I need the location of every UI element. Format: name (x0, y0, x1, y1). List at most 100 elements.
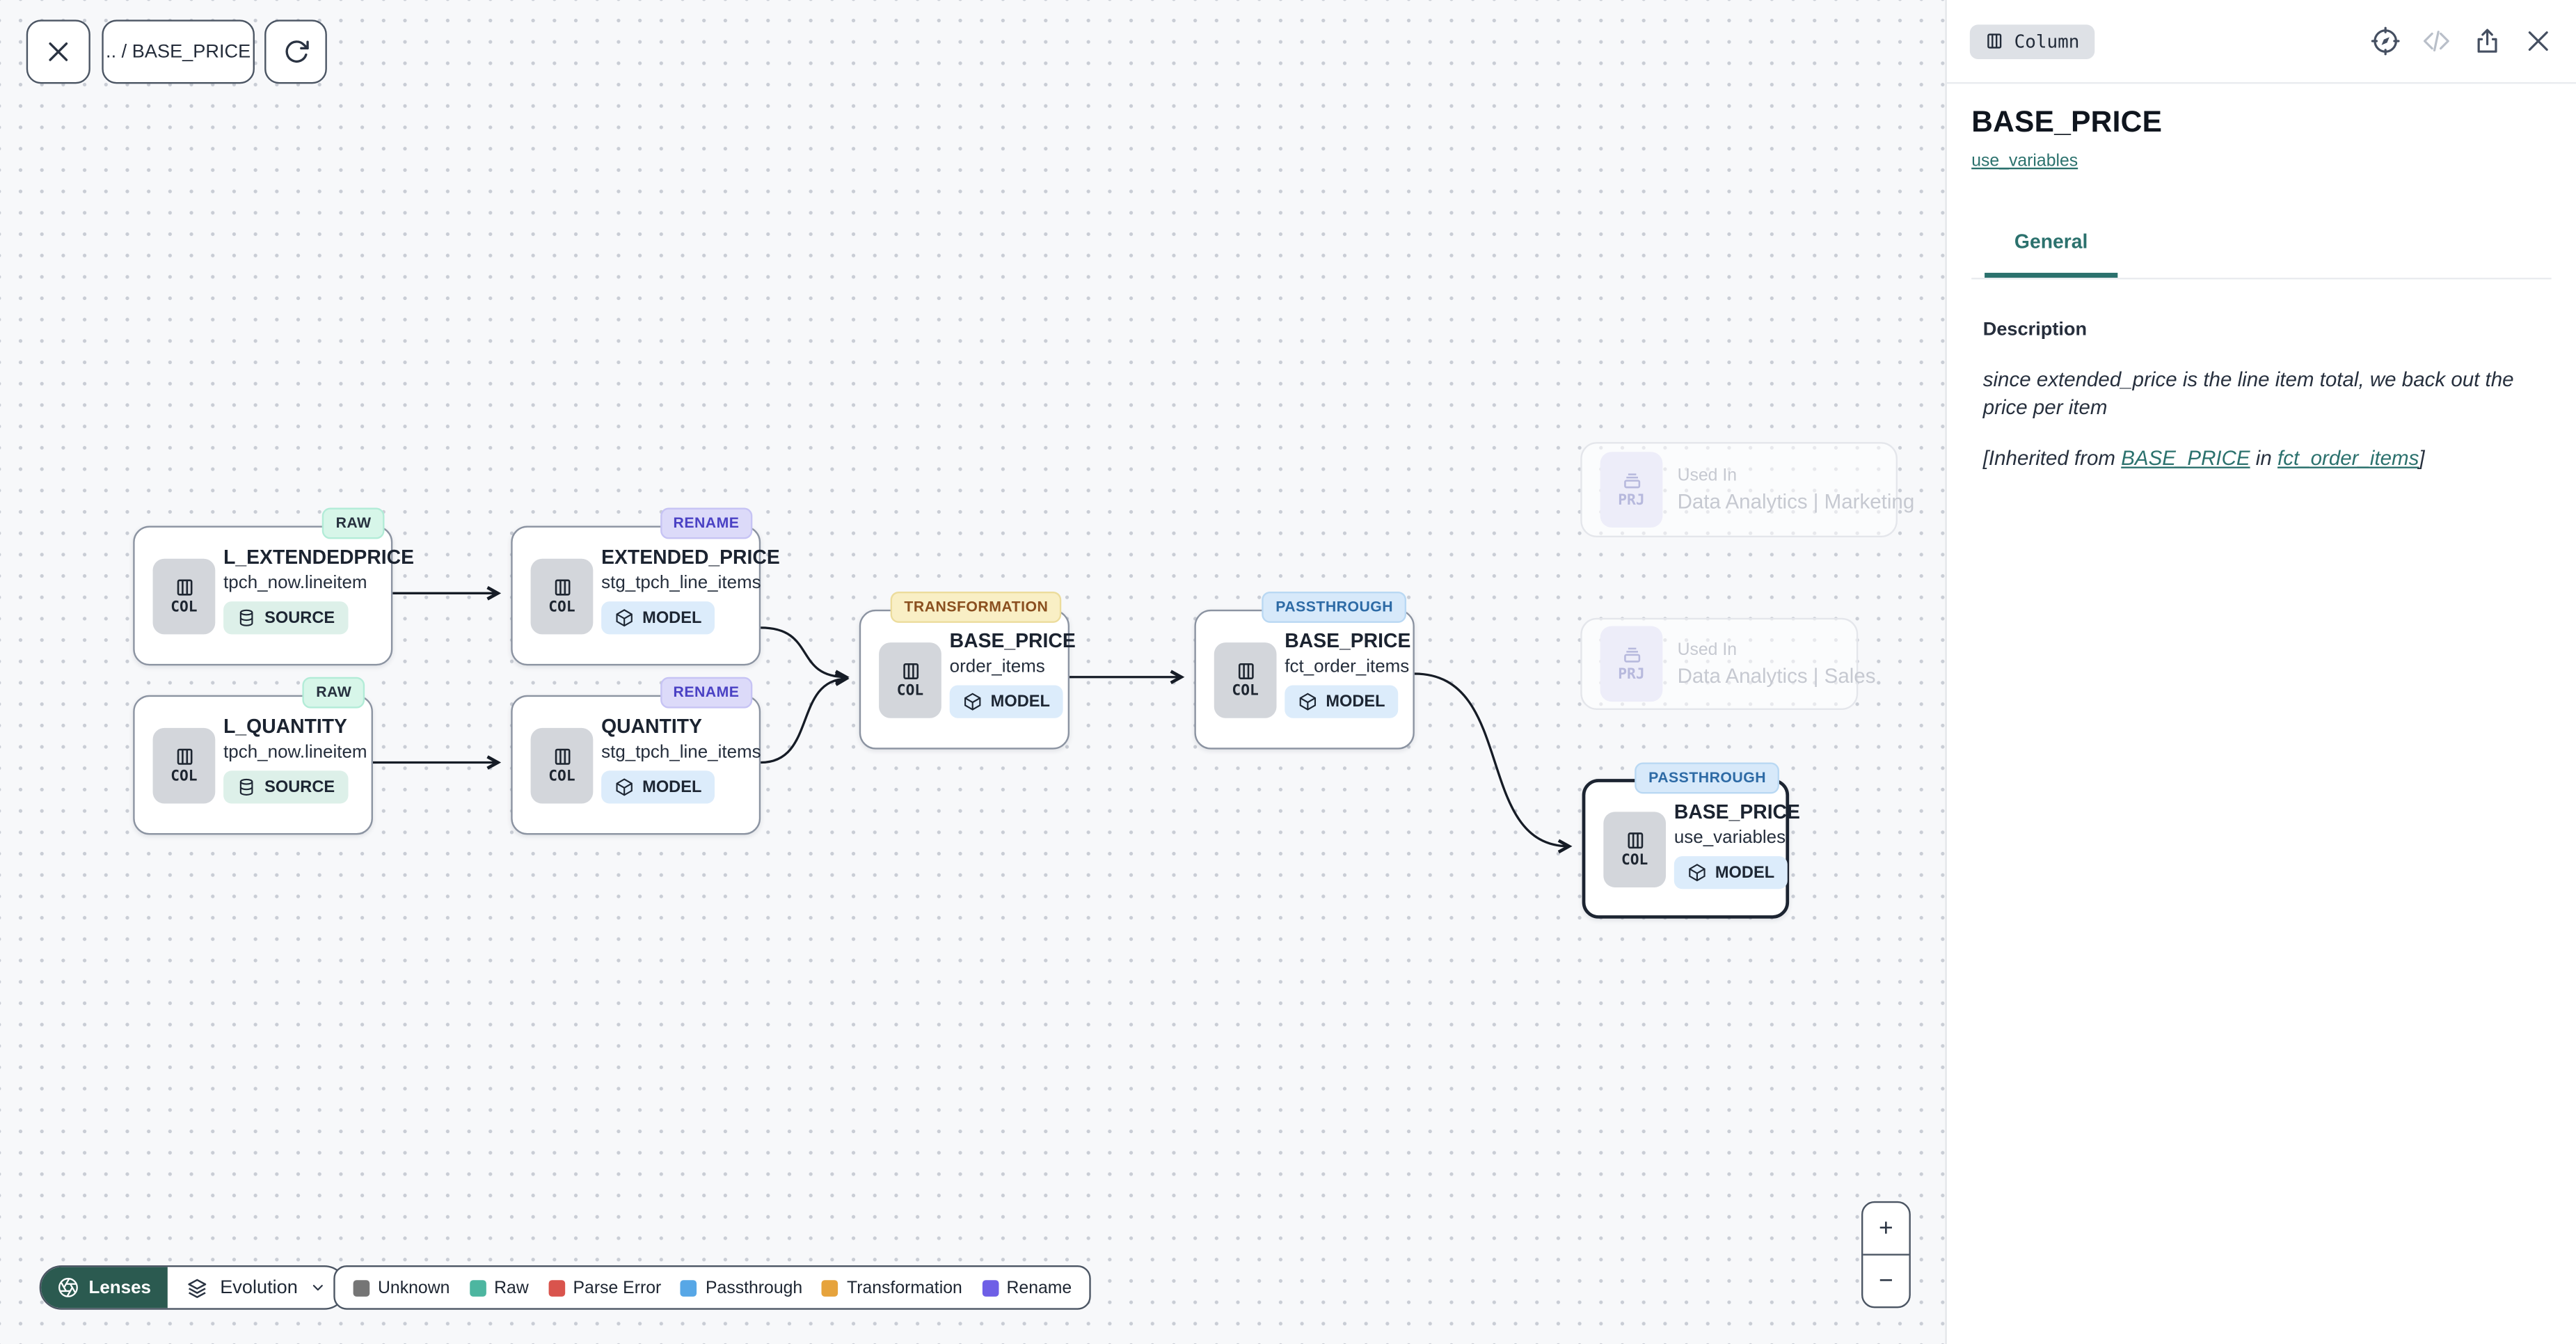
breadcrumb-label: .. / BASE_PRICE (106, 42, 251, 62)
tab-general[interactable]: General (1985, 230, 2118, 278)
lineage-node-base_price-fct-order-items[interactable]: PASSTHROUGH COL BASE_PRICE fct_order_ite… (1194, 591, 1415, 750)
lineage-node-quantity-stg-tpch-line-items[interactable]: RENAME COL QUANTITY stg_tpch_line_items … (511, 677, 761, 835)
inherited-column-link[interactable]: BASE_PRICE (2121, 446, 2250, 470)
node-subtitle: order_items (949, 657, 1045, 677)
inherited-model-link[interactable]: fct_order_items (2277, 446, 2419, 470)
cube-icon (616, 778, 633, 796)
column-type-label: COL (896, 682, 924, 699)
used-in-body: Used In Data Analytics | Sales (1678, 640, 1876, 688)
lineage-canvas[interactable]: RAW COL L_EXTENDEDPRICE tpch_now.lineite… (0, 0, 1946, 1344)
used-in-node[interactable]: PRJ Used In Data Analytics | Sales (1580, 617, 1875, 710)
column-type-badge: COL (530, 558, 594, 634)
project-type-badge: PRJ (1600, 626, 1663, 702)
node-title: BASE_PRICE (1285, 629, 1411, 653)
close-panel-icon[interactable] (2523, 26, 2552, 56)
description-inherited: [Inherited from BASE_PRICE in fct_order_… (1983, 446, 2540, 469)
zoom-out-button[interactable]: − (1863, 1254, 1909, 1306)
legend-label: Raw (494, 1277, 529, 1298)
node-subtitle: tpch_now.lineitem (223, 573, 367, 594)
database-icon (239, 609, 253, 626)
refresh-icon (285, 40, 308, 63)
details-panel: Column BASE_PRICE use_variables General … (1945, 0, 2576, 1344)
legend-label: Transformation (846, 1277, 962, 1298)
node-body: L_EXTENDEDPRICE tpch_now.lineitem SOURCE (223, 546, 414, 635)
inherited-prefix: [Inherited from (1982, 446, 2122, 470)
zoom-controls: + − (1861, 1201, 1911, 1309)
column-type-label: COL (1621, 852, 1648, 869)
refresh-button[interactable] (264, 19, 327, 84)
node-kind-chip: SOURCE (223, 770, 349, 804)
node-title: BASE_PRICE (949, 629, 1076, 653)
used-in-node[interactable]: PRJ Used In Data Analytics | Marketing (1580, 442, 1914, 538)
lenses-control: Lenses Evolution (39, 1265, 347, 1310)
node-title: L_QUANTITY (223, 715, 347, 738)
description-heading: Description (1982, 320, 2088, 340)
lineage-node-l_extendedprice-tpch-now-lineitem[interactable]: RAW COL L_EXTENDEDPRICE tpch_now.lineite… (133, 507, 414, 666)
column-type-label: COL (1232, 682, 1259, 699)
evolution-badge: RAW (322, 507, 385, 539)
legend-item: Raw (469, 1277, 529, 1298)
column-type-badge: COL (879, 641, 941, 718)
node-kind-label: MODEL (1326, 693, 1385, 711)
legend-item: Transformation (822, 1278, 962, 1297)
cube-icon (616, 609, 633, 627)
legend-label: Rename (1006, 1277, 1072, 1298)
evolution-badge: PASSTHROUGH (1635, 762, 1779, 794)
lineage-node-extended_price-stg-tpch-line-items[interactable]: RENAME COL EXTENDED_PRICE stg_tpch_line_… (511, 507, 780, 666)
close-lineage-button[interactable] (26, 19, 90, 84)
node-kind-chip: MODEL (1673, 856, 1788, 890)
used-in-label: Used In (1677, 640, 1738, 660)
evolution-legend: Unknown Raw Parse Error Passthrough Tran… (333, 1265, 1092, 1310)
lineage-node-l_quantity-tpch-now-lineitem[interactable]: RAW COL L_QUANTITY tpch_now.lineitem SOU… (133, 677, 373, 835)
node-kind-label: MODEL (642, 608, 702, 627)
node-kind-chip: MODEL (601, 770, 715, 804)
column-type-label: COL (548, 768, 575, 785)
cube-icon (1689, 864, 1706, 882)
legend-item: Rename (982, 1278, 1072, 1297)
lineage-node-base_price-use-variables[interactable]: PASSTHROUGH COL BASE_PRICE use_variables… (1582, 762, 1800, 919)
lenses-button[interactable]: Lenses (41, 1267, 168, 1309)
breadcrumb[interactable]: .. / BASE_PRICE (102, 19, 255, 84)
legend-color-swatch (681, 1279, 698, 1296)
node-body: EXTENDED_PRICE stg_tpch_line_items MODEL (601, 546, 780, 635)
column-type-label: COL (548, 599, 575, 616)
project-type-label: PRJ (1618, 667, 1645, 684)
used-in-label: Used In (1677, 466, 1738, 486)
column-type-badge: COL (1603, 811, 1667, 887)
description-body: since extended_price is the line item to… (1982, 367, 2514, 420)
evolution-badge: TRANSFORMATION (891, 591, 1062, 623)
cube-icon (1299, 693, 1317, 711)
legend-color-swatch (469, 1279, 486, 1296)
columns-icon (554, 748, 570, 764)
node-subtitle: tpch_now.lineitem (223, 743, 367, 763)
panel-header: Column (1946, 0, 2576, 84)
legend-item: Unknown (353, 1278, 450, 1297)
legend-color-swatch (548, 1279, 565, 1296)
node-subtitle: stg_tpch_line_items (601, 573, 761, 594)
node-body: QUANTITY stg_tpch_line_items MODEL (601, 715, 761, 804)
node-subtitle: stg_tpch_line_items (601, 743, 761, 763)
columns-icon (1627, 831, 1643, 848)
zoom-in-button[interactable]: + (1879, 1214, 1893, 1242)
node-kind-label: MODEL (990, 693, 1050, 711)
node-kind-label: MODEL (642, 777, 702, 796)
columns-icon (554, 578, 570, 595)
entity-type-badge: Column (1969, 24, 2094, 58)
compass-icon[interactable] (2371, 26, 2400, 56)
node-kind-label: SOURCE (264, 777, 335, 796)
evolution-badge: RENAME (660, 677, 753, 709)
project-type-label: PRJ (1618, 493, 1645, 509)
model-link[interactable]: use_variables (1971, 151, 2078, 171)
lenses-label: Lenses (88, 1277, 152, 1298)
used-in-name: Data Analytics | Sales (1677, 665, 1876, 688)
layers-icon (188, 1278, 207, 1297)
node-subtitle: use_variables (1673, 828, 1786, 848)
share-icon[interactable] (2472, 26, 2502, 56)
node-kind-label: SOURCE (264, 608, 335, 627)
lineage-node-base_price-order-items[interactable]: TRANSFORMATION COL BASE_PRICE order_item… (859, 591, 1076, 750)
lens-selector-dropdown[interactable]: Evolution (168, 1267, 346, 1308)
node-subtitle: fct_order_items (1285, 657, 1410, 677)
entity-type-label: Column (2014, 30, 2080, 52)
database-icon (239, 778, 253, 796)
chevron-down-icon (313, 1285, 324, 1291)
